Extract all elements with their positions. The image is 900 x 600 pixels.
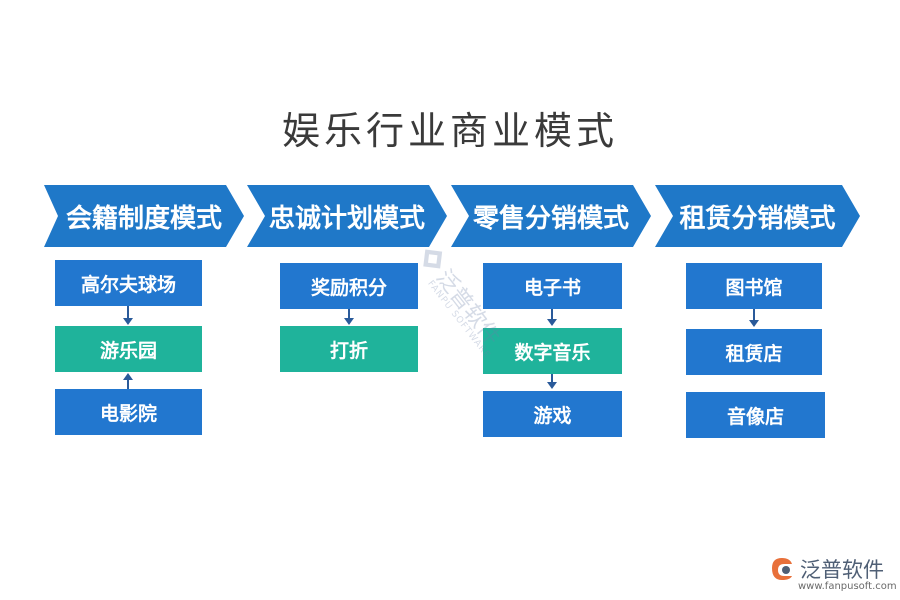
arrow-connector [348, 309, 350, 319]
arrow-down-icon [547, 382, 557, 389]
category-header-retail: 零售分销模式 [451, 185, 651, 247]
item-golf-course: 高尔夫球场 [55, 260, 202, 306]
category-header-rental: 租赁分销模式 [655, 185, 860, 247]
item-game: 游戏 [483, 391, 622, 437]
item-video-store: 音像店 [686, 392, 825, 438]
item-library: 图书馆 [686, 263, 822, 309]
arrow-down-icon [749, 320, 759, 327]
arrow-down-icon [123, 318, 133, 325]
item-reward-points: 奖励积分 [280, 263, 418, 309]
item-cinema: 电影院 [55, 389, 202, 435]
arrow-down-icon [547, 319, 557, 326]
item-discount: 打折 [280, 326, 418, 372]
item-amusement-park: 游乐园 [55, 326, 202, 372]
item-ebook: 电子书 [483, 263, 622, 309]
arrow-down-icon [344, 318, 354, 325]
arrow-connector [551, 309, 553, 320]
item-rental-shop: 租赁店 [686, 329, 822, 375]
page-title: 娱乐行业商业模式 [281, 109, 618, 153]
arrow-connector [753, 309, 755, 321]
category-header-membership: 会籍制度模式 [44, 185, 244, 247]
brand-logo-text: 泛普软件 [800, 558, 884, 582]
arrow-connector [127, 379, 129, 389]
brand-logo-icon [772, 558, 792, 580]
arrow-connector [127, 306, 129, 319]
arrow-connector [551, 374, 553, 383]
category-header-loyalty: 忠诚计划模式 [247, 185, 447, 247]
arrow-up-icon [123, 373, 133, 380]
brand-logo-url: www.fanpusoft.com [798, 581, 897, 592]
brand-logo: 泛普软件 www.fanpusoft.com [768, 552, 897, 592]
item-digital-music: 数字音乐 [483, 328, 622, 374]
